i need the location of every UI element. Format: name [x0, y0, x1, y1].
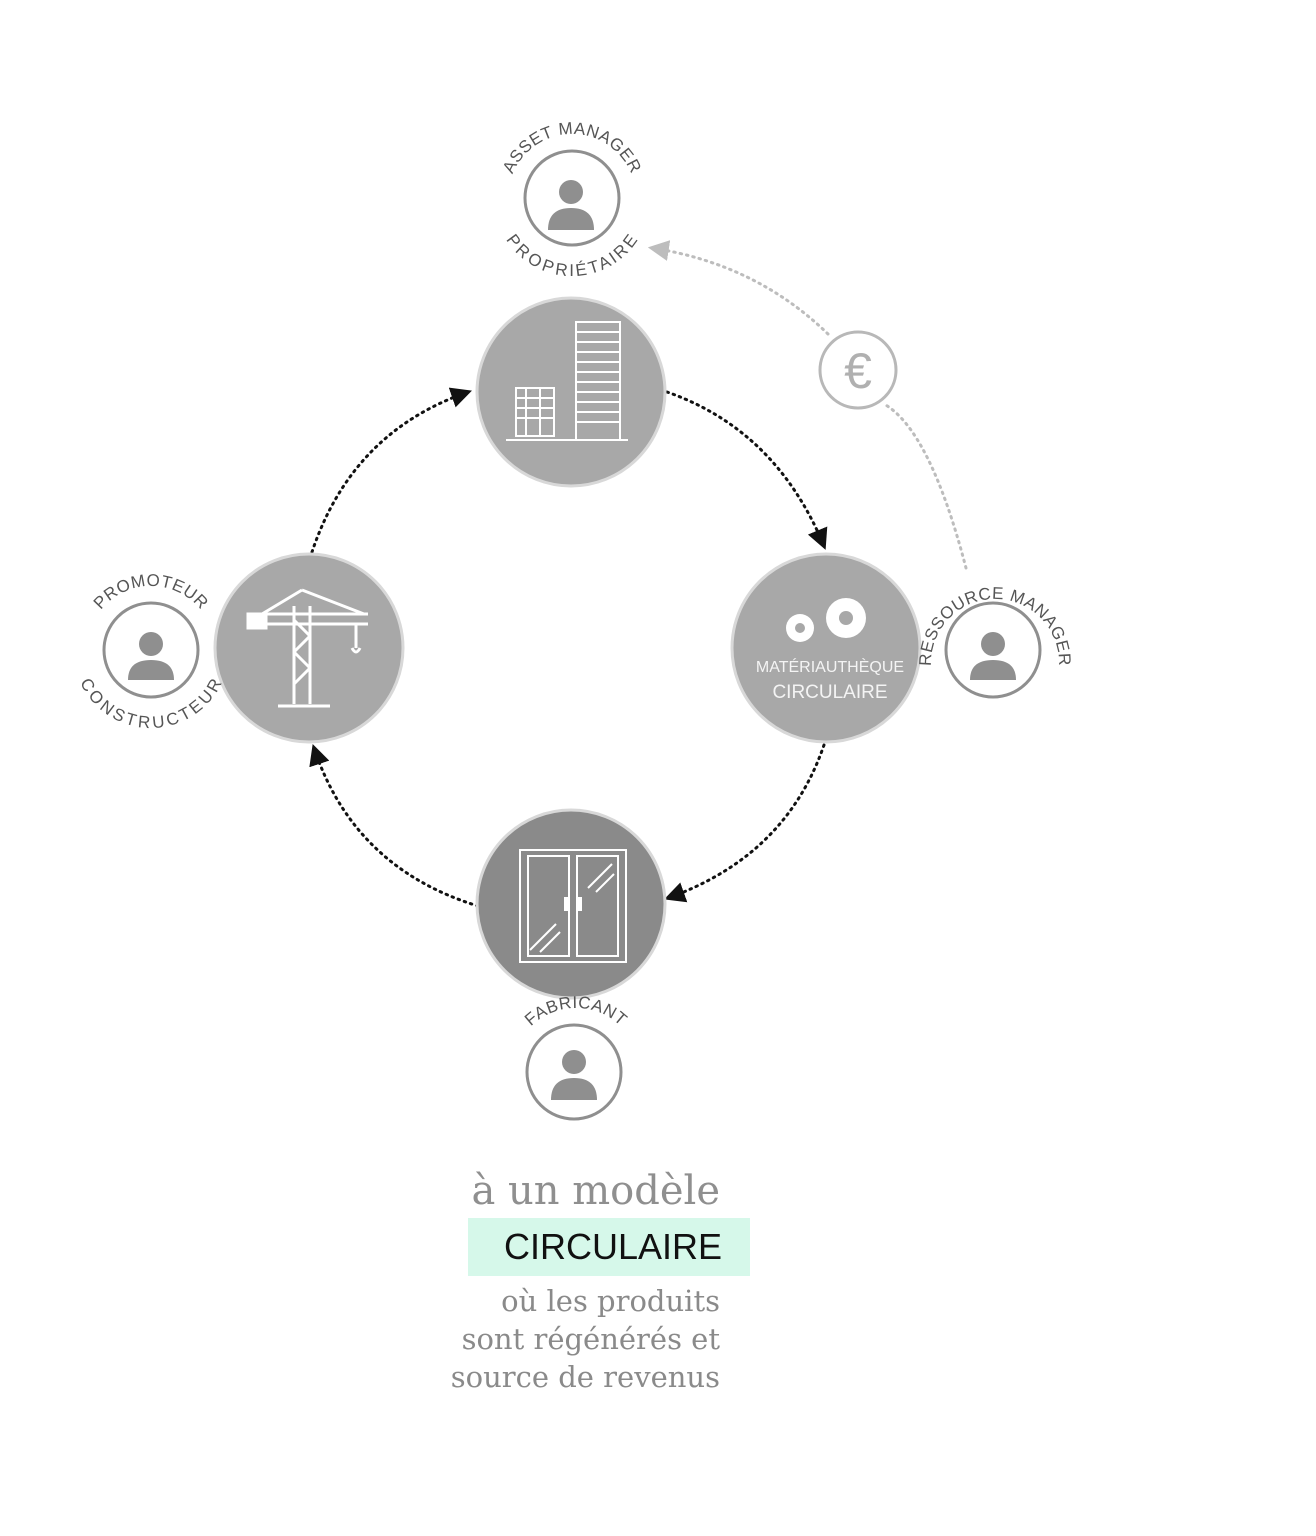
- building-node: [475, 296, 667, 488]
- caption-body-line: source de revenus: [450, 1360, 720, 1394]
- euro-icon: €: [844, 343, 872, 399]
- caption-intro: à un modèle: [471, 1168, 720, 1214]
- actor-asset-manager: ASSET MANAGER PROPRIÉTAIRE: [499, 119, 645, 280]
- caption-body-line: où les produits: [501, 1284, 720, 1318]
- arrow-window-to-crane: [309, 744, 480, 908]
- gears-icon: [786, 598, 866, 642]
- arrow-hub-to-window: [664, 743, 826, 903]
- caption-highlight: CIRCULAIRE: [468, 1218, 750, 1276]
- window-icon: [519, 849, 627, 963]
- arrow-building-to-hub: [665, 390, 828, 550]
- hub-title-line2: CIRCULAIRE: [772, 682, 887, 703]
- person-icon: [970, 632, 1016, 680]
- window-node: [475, 808, 667, 1000]
- caption-body: où les produits sont régénérés et source…: [451, 1282, 720, 1396]
- actor-promoteur: PROMOTEUR CONSTRUCTEUR: [76, 571, 225, 732]
- actor-fabricant: FABRICANT: [521, 993, 630, 1121]
- person-icon: [548, 180, 594, 230]
- materiautheque-hub: MATÉRIAUTHÈQUE CIRCULAIRE: [730, 552, 922, 744]
- arrow-crane-to-building: [310, 387, 472, 554]
- crane-node: [213, 552, 405, 744]
- revenue-arrow-head: [647, 240, 830, 336]
- caption-body-line: sont régénérés et: [461, 1322, 720, 1356]
- crane-icon: [246, 588, 368, 708]
- actor-ressource-manager: RESSOURCE MANAGER: [916, 584, 1074, 699]
- revenue-arrow: [882, 402, 968, 570]
- caption-highlight-text: CIRCULAIRE: [503, 1226, 722, 1267]
- buildings-icon: [506, 321, 628, 441]
- hub-title-line1: MATÉRIAUTHÈQUE: [756, 657, 904, 676]
- person-icon: [551, 1050, 597, 1100]
- euro-badge: €: [818, 330, 898, 410]
- person-icon: [128, 632, 174, 680]
